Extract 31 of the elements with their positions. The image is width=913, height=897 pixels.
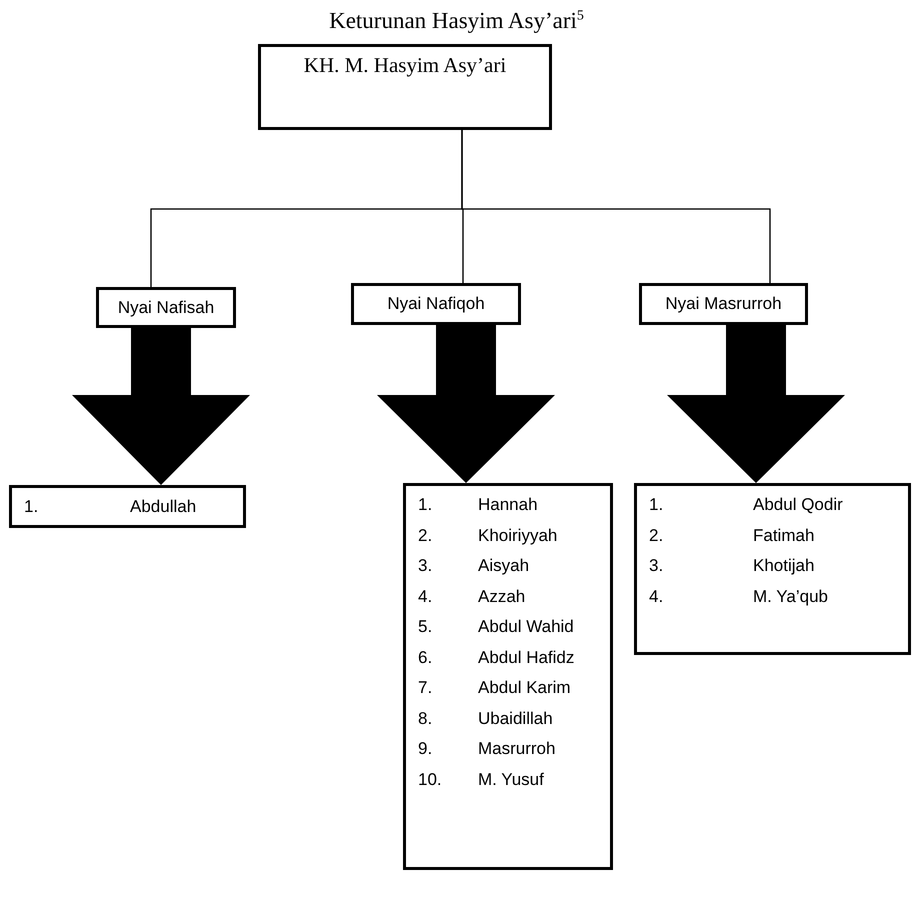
list-item: 1. Abdul Qodir <box>648 494 844 516</box>
list-item: 7. Abdul Karim <box>417 677 572 700</box>
list-item: 9. Masrurroh <box>417 738 556 760</box>
name-box <box>258 44 552 130</box>
block-arrow <box>72 328 250 485</box>
name-box <box>639 283 808 325</box>
list-item: 1. Hannah <box>417 494 539 516</box>
name-text: Nyai Nafiqoh <box>387 294 485 314</box>
list-item: 4. Azzah <box>417 586 526 608</box>
list-item: 10. M. Yusuf <box>417 768 545 791</box>
list-item: 3. Aisyah <box>417 555 530 578</box>
name-text: Nyai Nafisah <box>118 298 214 318</box>
list-item: 3. Khotijah <box>648 555 816 578</box>
name-text: KH. M. Hasyim Asy’ari <box>304 53 506 78</box>
name-box <box>96 287 236 328</box>
list-item: 2. Khoiriyyah <box>417 524 558 547</box>
list-box <box>634 483 911 655</box>
block-arrow <box>377 325 555 483</box>
list-item: 5. Abdul Wahid <box>417 616 575 638</box>
list-item: 4. M. Ya’qub <box>648 586 829 608</box>
name-text: Nyai Masrurroh <box>665 294 782 314</box>
list-item: 8. Ubaidillah <box>417 708 554 730</box>
list-box <box>403 483 613 870</box>
connector-line <box>461 130 771 283</box>
block-arrow <box>667 325 845 483</box>
list-item: 1. Abdullah <box>23 496 198 518</box>
list-item: 6. Abdul Hafidz <box>417 646 576 669</box>
list-box <box>9 485 246 528</box>
diagram-title: Keturunan Hasyim Asy’ari$^{5}$ <box>328 8 585 34</box>
name-box <box>351 283 521 325</box>
list-item: 2. Fatimah <box>648 524 816 547</box>
